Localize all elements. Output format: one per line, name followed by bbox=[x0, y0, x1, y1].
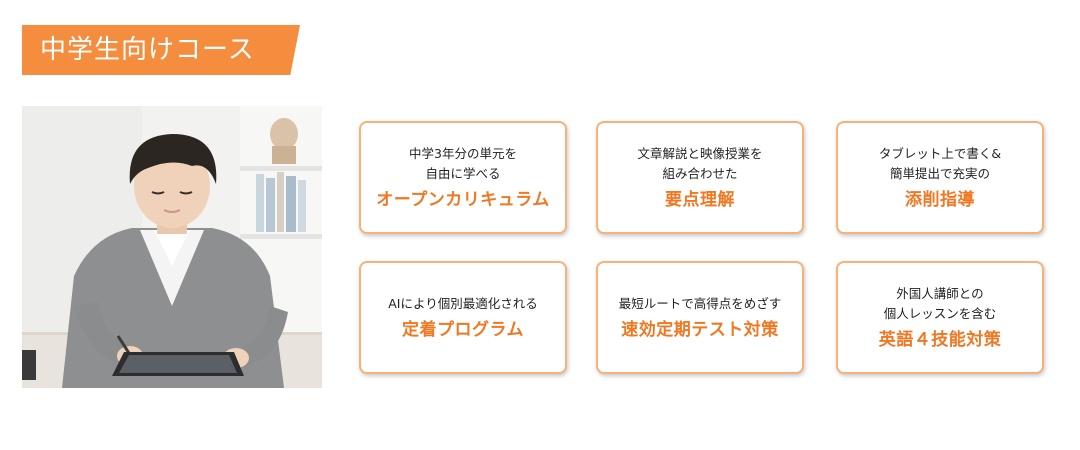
feature-description: 外国人講師との bbox=[896, 285, 984, 301]
feature-description: 自由に学べる bbox=[425, 165, 501, 181]
page-title: 中学生向けコース bbox=[40, 35, 255, 65]
student-with-tablet-photo bbox=[22, 106, 322, 388]
feature-description: 中学3年分の単元を bbox=[409, 145, 517, 161]
feature-description: タブレット上で書く& bbox=[878, 145, 1002, 161]
feature-card-key-points: 文章解説と映像授業を 組み合わせた 要点理解 bbox=[596, 121, 804, 234]
feature-description: 個人レッスンを含む bbox=[883, 305, 997, 321]
feature-description: 簡単提出で充実の bbox=[889, 165, 990, 181]
feature-description: 文章解説と映像授業を bbox=[637, 145, 763, 161]
feature-description: AIにより個別最適化される bbox=[388, 295, 538, 311]
feature-title: 定着プログラム bbox=[402, 319, 524, 340]
feature-description: 最短ルートで高得点をめざす bbox=[618, 295, 782, 311]
feature-title: 添削指導 bbox=[905, 189, 975, 210]
feature-card-open-curriculum: 中学3年分の単元を 自由に学べる オープンカリキュラム bbox=[359, 121, 567, 234]
section-title-banner: 中学生向けコース bbox=[22, 25, 300, 75]
feature-card-test-prep: 最短ルートで高得点をめざす 速効定期テスト対策 bbox=[596, 261, 804, 374]
feature-title: オープンカリキュラム bbox=[376, 189, 550, 210]
feature-title: 英語４技能対策 bbox=[878, 329, 1002, 350]
feature-title: 速効定期テスト対策 bbox=[621, 319, 779, 340]
feature-card-english-skills: 外国人講師との 個人レッスンを含む 英語４技能対策 bbox=[836, 261, 1044, 374]
feature-description: 組み合わせた bbox=[662, 165, 738, 181]
feature-card-correction: タブレット上で書く& 簡単提出で充実の 添削指導 bbox=[836, 121, 1044, 234]
feature-title: 要点理解 bbox=[665, 189, 735, 210]
feature-card-retention-program: AIにより個別最適化される 定着プログラム bbox=[359, 261, 567, 374]
